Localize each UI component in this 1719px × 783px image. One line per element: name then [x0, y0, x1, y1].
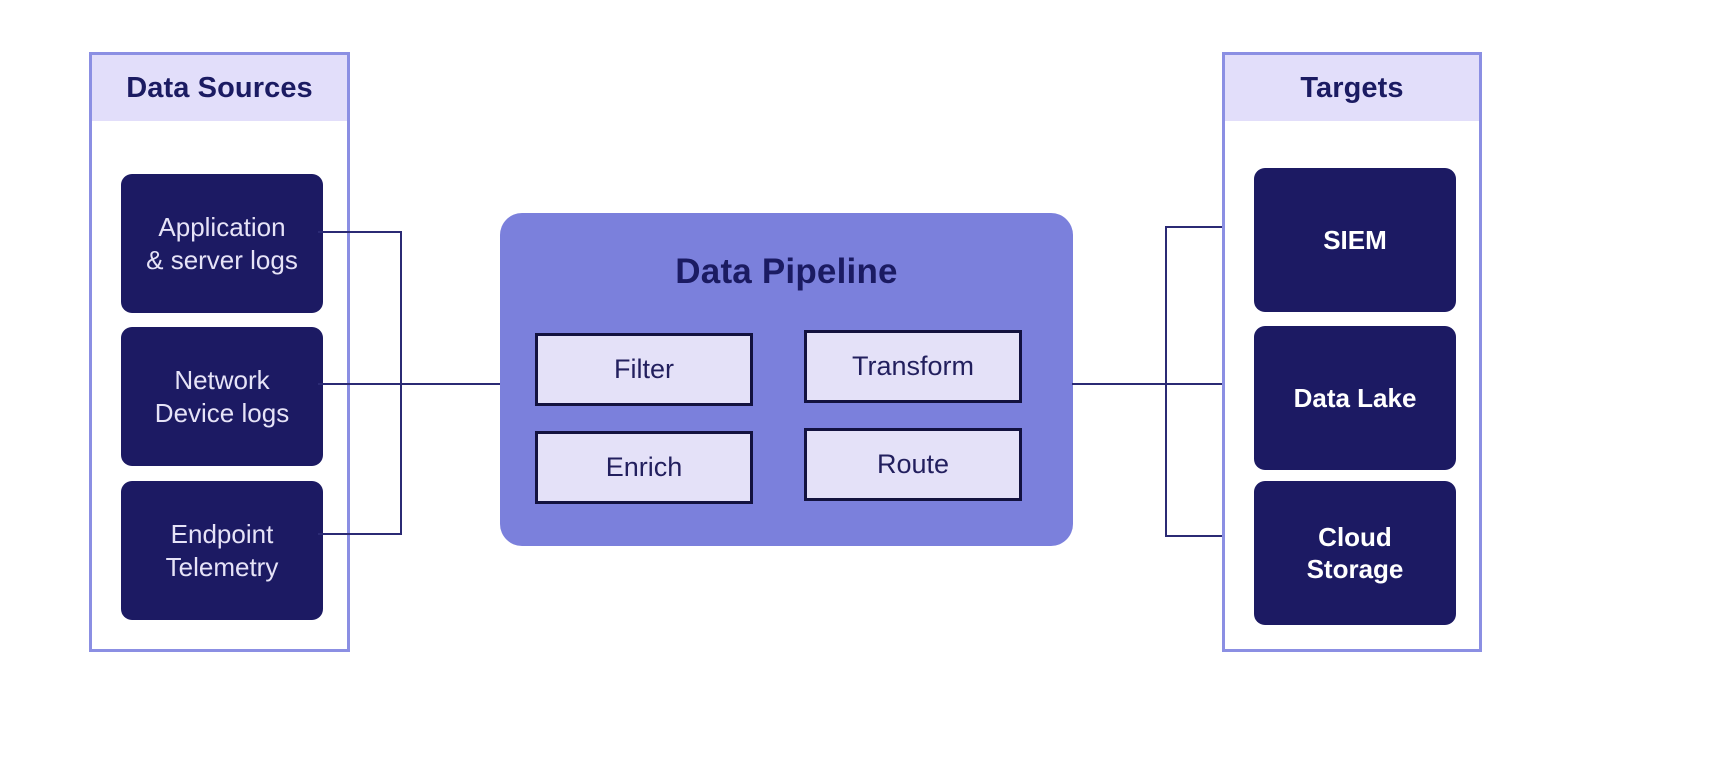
pipeline-stage-filter[interactable]: Filter	[535, 333, 753, 406]
data-pipeline-title: Data Pipeline	[675, 252, 898, 291]
pipeline-stage-label: Route	[876, 449, 950, 479]
targets-header: Targets	[1225, 55, 1479, 121]
data-sources-title: Data Sources	[126, 71, 313, 104]
source-node-network-device-logs[interactable]: Network Device logs	[121, 327, 323, 466]
target-label-line2: Storage	[1306, 554, 1404, 584]
source-label-line1: Endpoint	[170, 519, 274, 549]
source-label-line2: & server logs	[146, 244, 298, 275]
connector-target-3-stub	[1165, 535, 1257, 537]
connector-target-trunk	[1165, 226, 1167, 536]
pipeline-stage-enrich[interactable]: Enrich	[535, 431, 753, 504]
connector-target-2-stub	[1165, 383, 1257, 385]
source-label-line2: Telemetry	[165, 551, 279, 582]
connector-source-2-stub	[318, 383, 402, 385]
source-node-endpoint-telemetry[interactable]: Endpoint Telemetry	[121, 481, 323, 620]
data-sources-body: Application & server logs Network Device…	[92, 121, 347, 649]
target-node-label: Cloud Storage	[1299, 521, 1412, 586]
target-node-label: Data Lake	[1286, 382, 1425, 415]
source-label-line1: Application	[158, 212, 286, 242]
pipeline-stage-route[interactable]: Route	[804, 428, 1022, 501]
pipeline-stage-transform[interactable]: Transform	[804, 330, 1022, 403]
data-sources-header: Data Sources	[92, 55, 347, 121]
pipeline-stage-label: Enrich	[605, 452, 683, 482]
pipeline-stage-label: Filter	[614, 354, 674, 384]
targets-title: Targets	[1300, 71, 1404, 104]
source-node-label: Network Device logs	[147, 364, 297, 429]
connector-pipeline-to-target	[1072, 383, 1166, 385]
pipeline-stage-label: Transform	[851, 351, 974, 381]
source-node-label: Endpoint Telemetry	[158, 518, 287, 583]
target-node-cloud-storage[interactable]: Cloud Storage	[1254, 481, 1456, 625]
connector-target-1-stub	[1165, 226, 1257, 228]
source-node-label: Application & server logs	[138, 211, 306, 276]
target-label-line1: SIEM	[1323, 224, 1387, 255]
target-label-line1: Data Lake	[1293, 382, 1417, 413]
target-node-data-lake[interactable]: Data Lake	[1254, 326, 1456, 470]
source-label-line2: Device logs	[154, 397, 290, 428]
data-pipeline-container: Data Pipeline Filter Transform Enrich Ro…	[500, 213, 1073, 546]
targets-body: SIEM Data Lake Cloud Storage	[1225, 121, 1479, 649]
source-label-line1: Network	[174, 365, 270, 395]
source-node-application-server-logs[interactable]: Application & server logs	[121, 174, 323, 313]
connector-source-to-pipeline	[400, 383, 501, 385]
connector-source-3-stub	[318, 533, 402, 535]
target-node-label: SIEM	[1315, 224, 1395, 257]
data-sources-panel: Data Sources Application & server logs N…	[89, 52, 350, 652]
targets-panel: Targets SIEM Data Lake Cloud Storage	[1222, 52, 1482, 652]
connector-source-1-stub	[318, 231, 402, 233]
target-label-line1: Cloud	[1318, 521, 1392, 552]
target-node-siem[interactable]: SIEM	[1254, 168, 1456, 312]
